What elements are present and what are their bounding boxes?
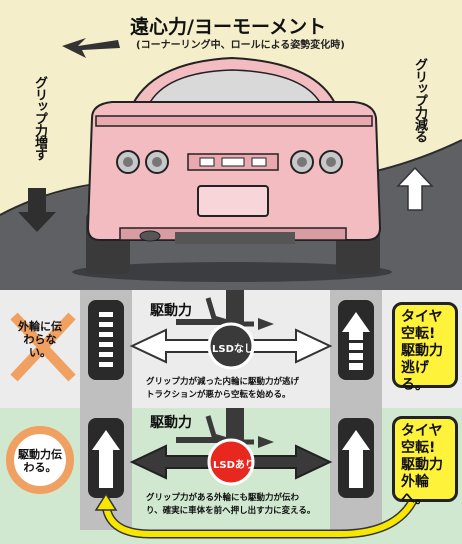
top-callout-text: タイヤ空転!駆動力逃げる。 — [401, 309, 443, 393]
top-drive-force-label: 駆動力 — [150, 303, 192, 319]
bottom-left-badge-text: 駆動力伝わる。 — [18, 448, 62, 474]
centrifugal-arrow-icon — [62, 38, 120, 58]
top-right-wheel — [338, 300, 374, 380]
lsd-none-label: LSDなし — [212, 344, 254, 355]
top-left-badge-text: 外輪に伝わらない。 — [18, 320, 62, 359]
bottom-callout-text: タイヤ空転!駆動力外輪へ。 — [401, 423, 443, 507]
grip-increase-label: グリップ力増す — [32, 76, 47, 160]
grip-increase-arrow-icon — [18, 188, 56, 232]
torque-transfer-arrow-icon — [103, 479, 423, 537]
lsd-none-circle — [207, 322, 255, 370]
bottom-left-wheel — [88, 418, 124, 498]
grip-decrease-label: グリップ力減る — [412, 58, 427, 142]
left-tail-lights — [116, 150, 169, 174]
top-left-badge-cross-icon — [10, 312, 76, 382]
top-caption-line-1: グリップ力が減った内輪に駆動力が逃げ — [146, 377, 300, 387]
diagram-title: 遠心力/ヨーモーメント — [130, 16, 327, 38]
bottom-right-wheel — [338, 418, 374, 498]
bottom-caption-line-2: り、確実に車体を前へ押し出す力に変える。 — [146, 506, 316, 516]
diagram-subtitle: (コーナーリング中、ロールによる姿勢変化時) — [136, 40, 345, 51]
top-left-wheel — [88, 300, 124, 380]
license-plate — [197, 185, 269, 217]
top-callout: タイヤ空転!駆動力逃げる。 — [392, 302, 458, 393]
lsd-active-label: LSDあり — [213, 460, 255, 471]
bottom-caption-line-1: グリップ力がある外輪にも駆動力が伝わ — [146, 493, 300, 503]
exhaust-pipe — [139, 230, 161, 242]
top-caption-line-2: トラクションが悪から空転を始める。 — [146, 390, 291, 400]
bottom-callout: タイヤ空転!駆動力外輪へ。 — [392, 416, 458, 507]
right-tail-lights — [290, 150, 343, 174]
grip-decrease-arrow-icon — [396, 166, 434, 211]
bottom-left-badge-circle-icon — [6, 426, 74, 494]
lsd-active-circle — [207, 438, 255, 486]
bottom-drive-force-label: 駆動力 — [150, 415, 192, 431]
car-rear-view — [72, 56, 392, 282]
